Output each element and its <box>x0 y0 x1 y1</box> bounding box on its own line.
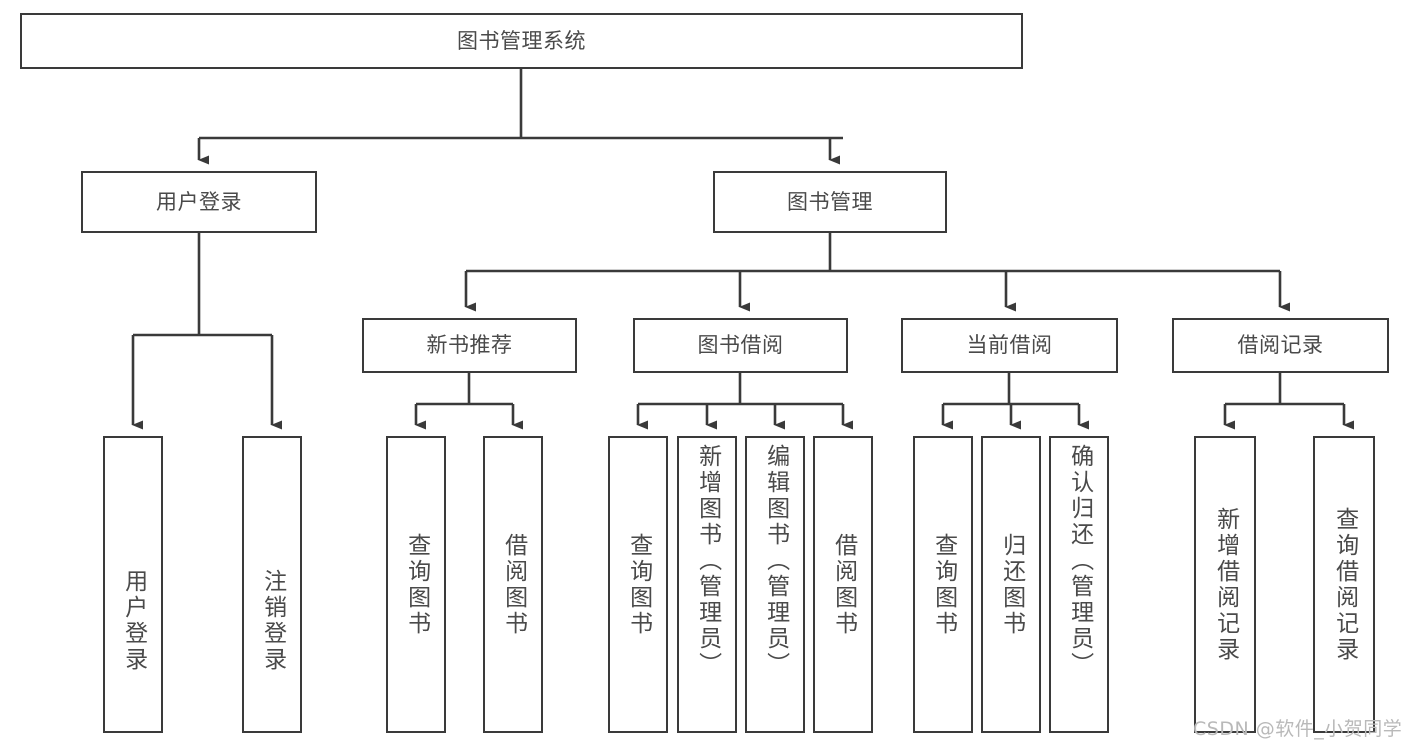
node-leaf-query-book-3[interactable]: 查询图书 <box>913 436 973 733</box>
node-leaf-user-login-label: 用户登录 <box>120 569 147 673</box>
node-user-login[interactable]: 用户登录 <box>81 171 317 233</box>
node-current-borrow-label: 当前借阅 <box>966 333 1053 358</box>
node-leaf-query-book-2[interactable]: 查询图书 <box>608 436 668 733</box>
node-leaf-confirm-return-label: 确认归还（管理员） <box>1066 444 1093 678</box>
node-leaf-borrow-book-2-label: 借阅图书 <box>830 532 857 637</box>
node-leaf-user-logout[interactable]: 注销登录 <box>242 436 302 733</box>
node-leaf-query-book-1[interactable]: 查询图书 <box>386 436 446 733</box>
node-new-book-recommend[interactable]: 新书推荐 <box>362 318 577 373</box>
node-leaf-query-book-1-label: 查询图书 <box>403 532 430 637</box>
node-root[interactable]: 图书管理系统 <box>20 13 1023 69</box>
node-current-borrow[interactable]: 当前借阅 <box>901 318 1118 373</box>
node-leaf-query-record-label: 查询借阅记录 <box>1331 506 1358 663</box>
node-leaf-add-record[interactable]: 新增借阅记录 <box>1194 436 1256 733</box>
node-leaf-borrow-book-1-label: 借阅图书 <box>500 532 527 637</box>
node-user-login-label: 用户登录 <box>156 189 242 214</box>
node-leaf-query-book-2-label: 查询图书 <box>625 532 652 637</box>
node-root-label: 图书管理系统 <box>457 28 586 53</box>
node-borrow-record-label: 借阅记录 <box>1237 333 1324 358</box>
node-leaf-user-logout-label: 注销登录 <box>259 569 286 673</box>
node-book-manage-label: 图书管理 <box>787 189 873 214</box>
node-leaf-borrow-book-1[interactable]: 借阅图书 <box>483 436 543 733</box>
node-leaf-edit-book-label: 编辑图书（管理员） <box>762 444 789 678</box>
node-leaf-confirm-return[interactable]: 确认归还（管理员） <box>1049 436 1109 733</box>
node-new-book-recommend-label: 新书推荐 <box>426 333 513 358</box>
node-leaf-edit-book[interactable]: 编辑图书（管理员） <box>745 436 805 733</box>
node-leaf-add-book-label: 新增图书（管理员） <box>694 444 721 678</box>
node-book-borrow-label: 图书借阅 <box>697 333 784 358</box>
node-leaf-borrow-book-2[interactable]: 借阅图书 <box>813 436 873 733</box>
node-borrow-record[interactable]: 借阅记录 <box>1172 318 1389 373</box>
node-leaf-add-record-label: 新增借阅记录 <box>1212 506 1239 663</box>
node-leaf-query-record[interactable]: 查询借阅记录 <box>1313 436 1375 733</box>
node-leaf-add-book[interactable]: 新增图书（管理员） <box>677 436 737 733</box>
watermark-text: CSDN @软件_小贺同学 <box>1193 718 1403 740</box>
node-book-manage[interactable]: 图书管理 <box>713 171 947 233</box>
node-leaf-return-book-label: 归还图书 <box>998 532 1025 637</box>
node-leaf-return-book[interactable]: 归还图书 <box>981 436 1041 733</box>
node-book-borrow[interactable]: 图书借阅 <box>633 318 848 373</box>
node-leaf-user-login[interactable]: 用户登录 <box>103 436 163 733</box>
node-leaf-query-book-3-label: 查询图书 <box>930 532 957 637</box>
